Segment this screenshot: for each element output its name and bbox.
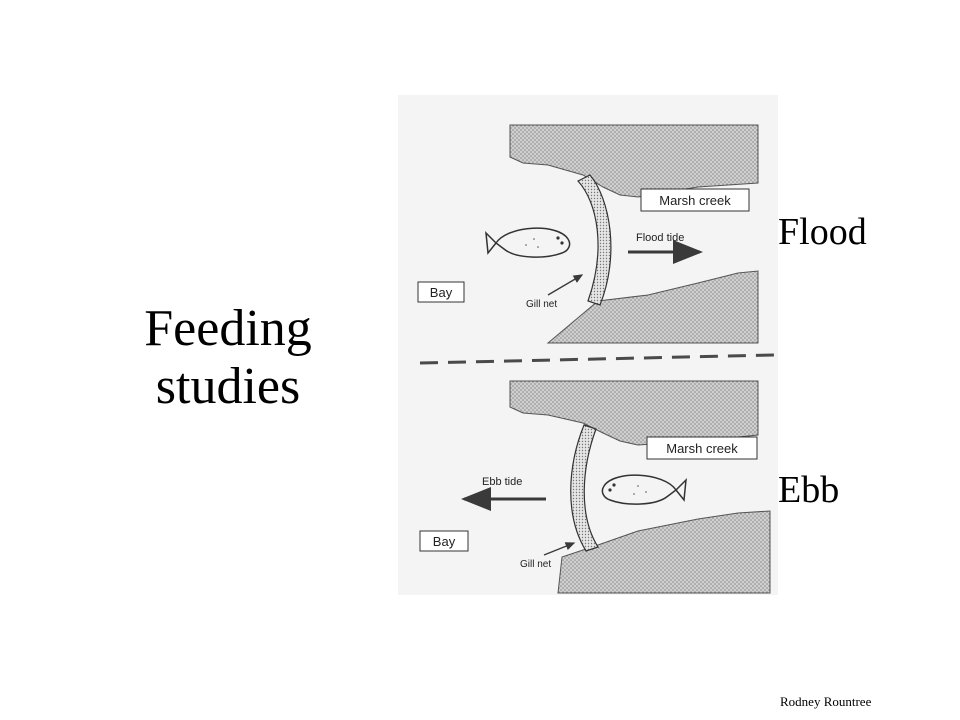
flood-gill-net [577,174,612,306]
flood-bay-label: Bay [430,285,453,300]
flood-panel: Marsh creek Flood tide Bay Gill net [417,124,759,344]
flood-phase-label: Flood [778,211,867,253]
tide-net-diagram: Marsh creek Flood tide Bay Gill net [398,95,778,595]
ebb-panel: Marsh creek Ebb tide Bay Gill net [419,380,771,594]
ebb-upper-bank [509,380,759,446]
ebb-gill-net [570,424,599,552]
flood-net-label: Gill net [526,299,557,310]
ebb-phase-label: Ebb [778,469,840,511]
flood-lower-bank [546,270,759,344]
flood-location-box [640,188,750,212]
ebb-bay-box [419,530,469,552]
flood-upper-bank [509,124,759,198]
flood-flounder-icon [485,227,571,258]
flood-net-pointer [547,274,584,296]
title-line-1: Feeding [144,300,312,357]
ebb-flounder-icon [601,474,687,505]
title-line-2: studies [155,358,301,415]
slide-title: Feeding studies [118,300,338,416]
flood-tide-label: Flood tide [636,232,684,244]
flood-location-label: Marsh creek [659,193,731,208]
ebb-lower-bank [557,510,771,594]
author-credit: Rodney Rountree [780,694,872,709]
flood-bay-box [417,281,465,303]
ebb-location-box [646,436,758,460]
ebb-location-label: Marsh creek [666,441,738,456]
ebb-tide-label: Ebb tide [482,476,522,488]
panel-divider [419,353,775,365]
ebb-net-label: Gill net [520,559,551,570]
ebb-bay-label: Bay [433,534,456,549]
ebb-net-pointer [543,542,576,556]
